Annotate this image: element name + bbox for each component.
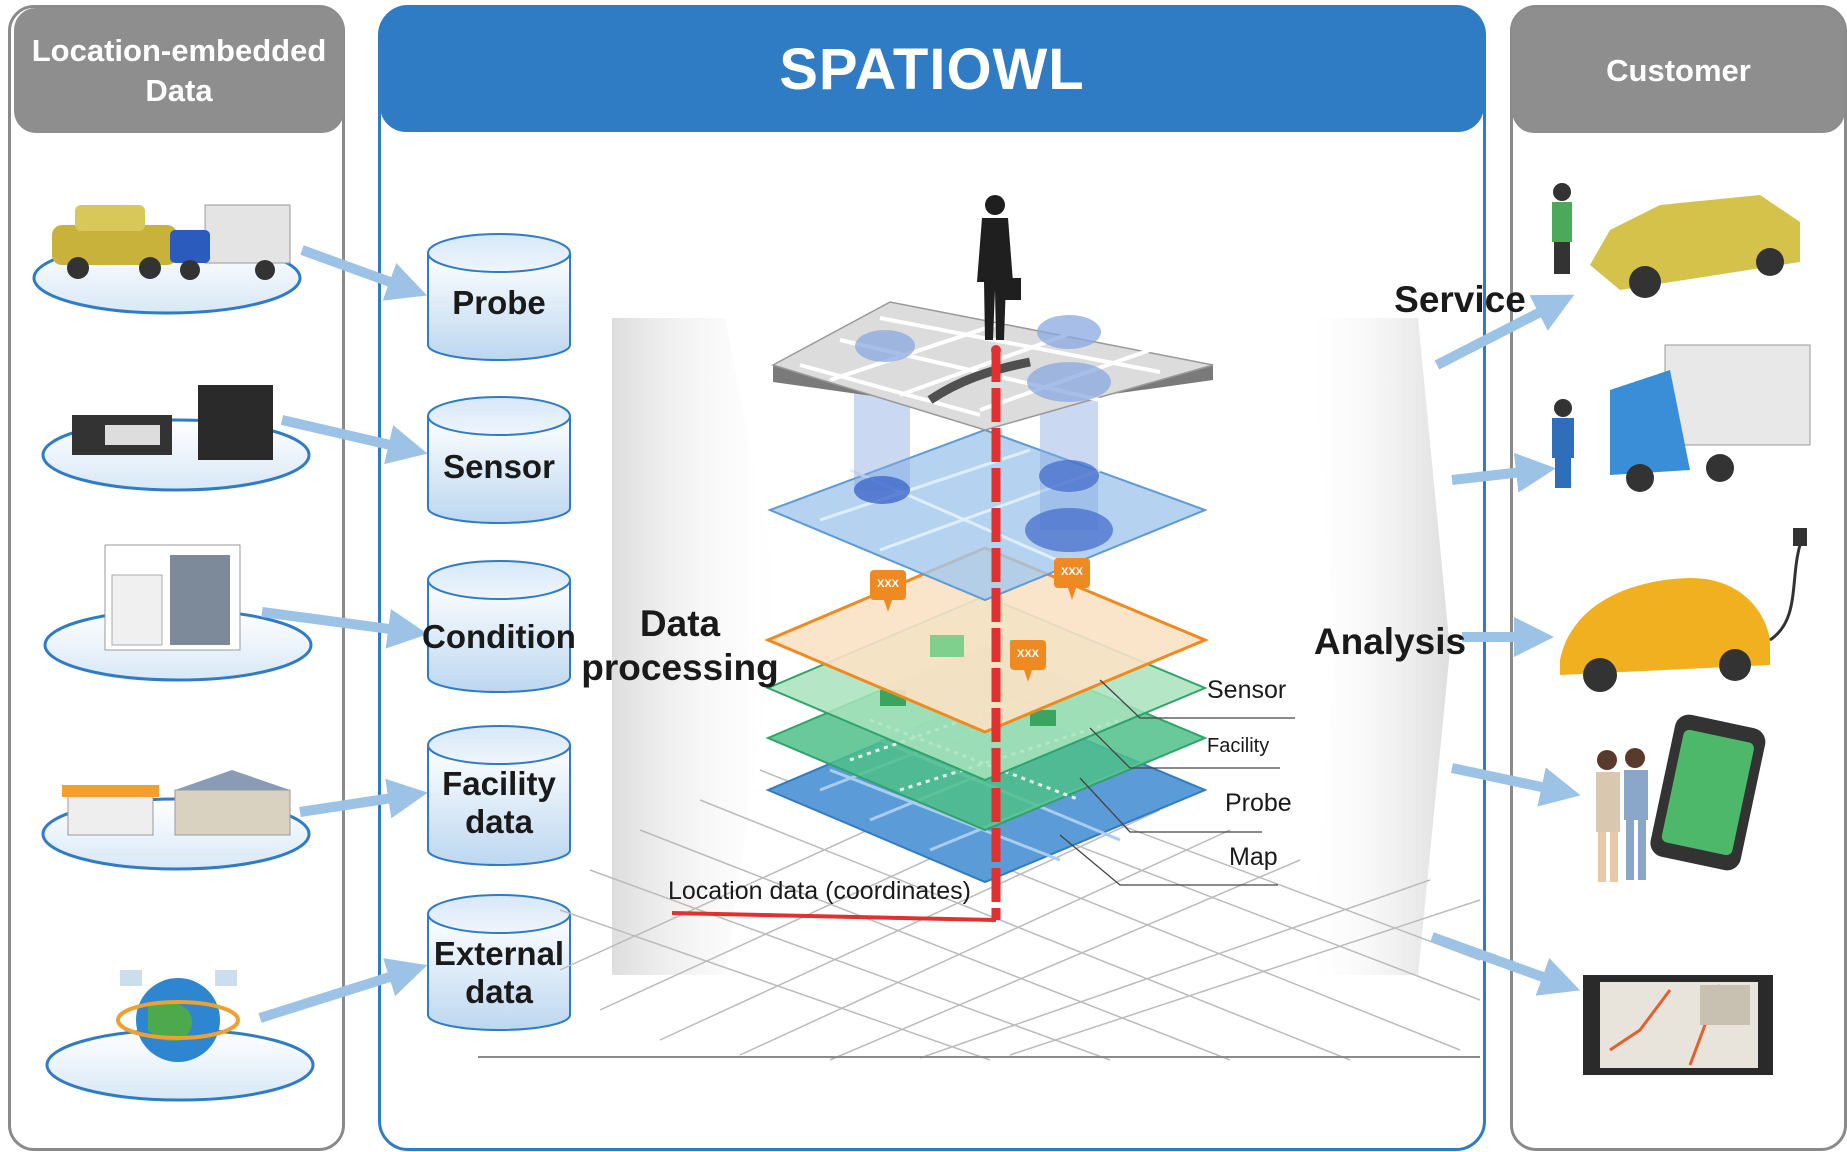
- layer-top-map: [767, 428, 1208, 602]
- map-tag: [870, 570, 906, 612]
- location-data-label: Location data (coordinates): [668, 877, 971, 905]
- db-cylinder-sensor: [427, 396, 571, 524]
- sensor-device-icon: [72, 385, 273, 460]
- globe-network-icon: [116, 970, 240, 1062]
- service-label: Service: [1394, 279, 1526, 320]
- person-silhouette-icon: [977, 195, 1021, 340]
- map-tag-text: XXX: [876, 578, 899, 590]
- db-label-external: External data: [433, 935, 565, 1010]
- location-line: [671, 345, 1001, 922]
- source-discs: [32, 241, 315, 1102]
- shoppers-and-smartphone-icon: [1596, 714, 1766, 882]
- taxi-and-truck-icon: [52, 204, 291, 280]
- db-cylinders: [427, 233, 571, 1031]
- map-tags: [870, 558, 1090, 682]
- map-tag-text: XXX: [1060, 566, 1083, 578]
- map-tag: [1054, 558, 1090, 600]
- db-cylinder-external: [427, 894, 571, 1031]
- condition-device-icon: [104, 544, 241, 651]
- process-to-customer-arrows: [1430, 294, 1581, 996]
- layer-label-sensor: Sensor: [1207, 676, 1287, 704]
- analysis-label: Analysis: [1313, 621, 1467, 662]
- source-to-db-arrows: [258, 245, 428, 1023]
- data-processing-label: Data processing: [581, 603, 779, 688]
- left-panel-title: Location-embedded Data: [14, 8, 344, 133]
- layer-label-probe: Probe: [1225, 789, 1292, 817]
- db-label-facility: Facility data: [442, 765, 556, 840]
- processing-funnel-right: [1310, 318, 1450, 975]
- ground-grid: [559, 769, 1481, 1061]
- processing-funnel-left: [612, 318, 780, 975]
- db-cylinder-probe: [427, 233, 571, 361]
- db-label-probe: Probe: [452, 284, 546, 321]
- right-panel-title: Customer: [1512, 8, 1845, 133]
- db-cylinder-condition: [427, 560, 571, 693]
- delivery-worker-and-truck-icon: [1552, 344, 1811, 492]
- layer-label-facility: Facility: [1207, 735, 1270, 757]
- electric-car-icon: [1560, 528, 1807, 692]
- facility-buildings-icon: [62, 770, 291, 836]
- map-tag-text: XXX: [1016, 648, 1039, 660]
- driver-and-taxi-icon: [1552, 183, 1800, 298]
- right-panel: [1510, 5, 1847, 1151]
- db-cylinder-facility: [427, 725, 571, 866]
- center-panel-title: SPATIOWL: [380, 7, 1484, 132]
- map-tag: [1010, 640, 1046, 682]
- center-panel: [378, 5, 1486, 1151]
- db-label-sensor: Sensor: [443, 448, 555, 485]
- db-label-condition: Condition: [422, 618, 576, 655]
- layer-label-map: Map: [1229, 843, 1278, 871]
- car-navigation-icon: [1583, 975, 1773, 1075]
- left-panel: [8, 5, 345, 1151]
- layer-leader-lines: [1059, 679, 1295, 886]
